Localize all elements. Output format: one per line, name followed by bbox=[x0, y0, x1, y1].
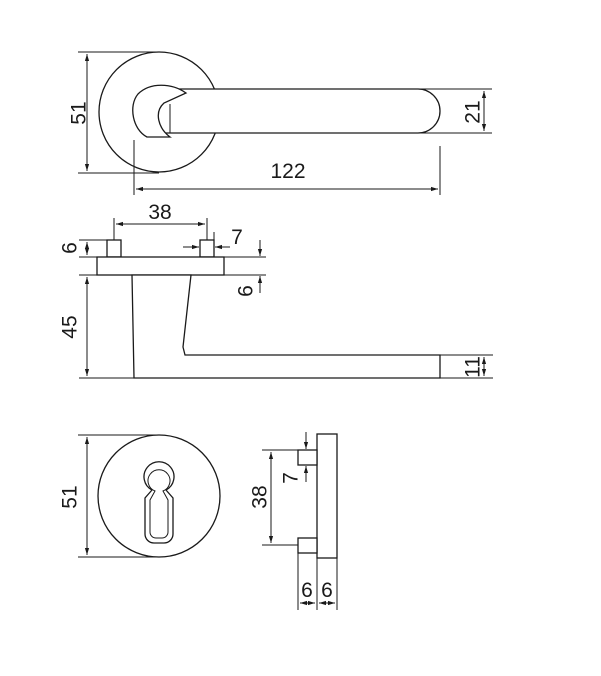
escutcheon-side-pin-bottom bbox=[297, 537, 318, 554]
escutcheon-side-pin-top bbox=[297, 449, 318, 466]
side-pin-left bbox=[106, 239, 122, 258]
escutcheon-side-plate-depth-label: 6 bbox=[321, 579, 333, 602]
side-pin-right bbox=[199, 239, 215, 258]
escutcheon-side-pin-size-label: 7 bbox=[280, 472, 303, 484]
side-pin-width-label: 7 bbox=[231, 226, 243, 249]
top-handle-length-label: 122 bbox=[270, 160, 305, 183]
top-rose-diameter-label: 51 bbox=[68, 101, 91, 124]
top-handle-thickness-label: 21 bbox=[462, 100, 485, 123]
escutcheon-keyhole-inner bbox=[147, 469, 171, 539]
side-handle-height-label: 45 bbox=[59, 315, 82, 338]
side-pin-height-label: 6 bbox=[59, 242, 82, 254]
escutcheon-diameter-label: 51 bbox=[59, 485, 82, 508]
escutcheon-side-plate bbox=[316, 433, 338, 559]
escutcheon-side-pin-spacing-label: 38 bbox=[249, 485, 272, 508]
side-rose-plate bbox=[96, 256, 225, 276]
side-rose-thickness-label: 6 bbox=[235, 285, 258, 297]
escutcheon-front-view: 51 bbox=[59, 434, 221, 558]
side-handle-end-thickness-label: 11 bbox=[462, 356, 485, 378]
side-view: 38 7 6 6 45 11 bbox=[59, 201, 493, 379]
side-handle-profile bbox=[131, 274, 441, 379]
top-handle-neck bbox=[132, 84, 188, 138]
escutcheon-keyhole bbox=[143, 461, 175, 544]
escutcheon-side-view: 7 38 6 6 bbox=[249, 432, 338, 610]
side-pin-spacing-label: 38 bbox=[148, 201, 171, 224]
top-view: 51 21 122 bbox=[68, 51, 492, 195]
escutcheon-side-pin-depth-label: 6 bbox=[301, 579, 313, 602]
